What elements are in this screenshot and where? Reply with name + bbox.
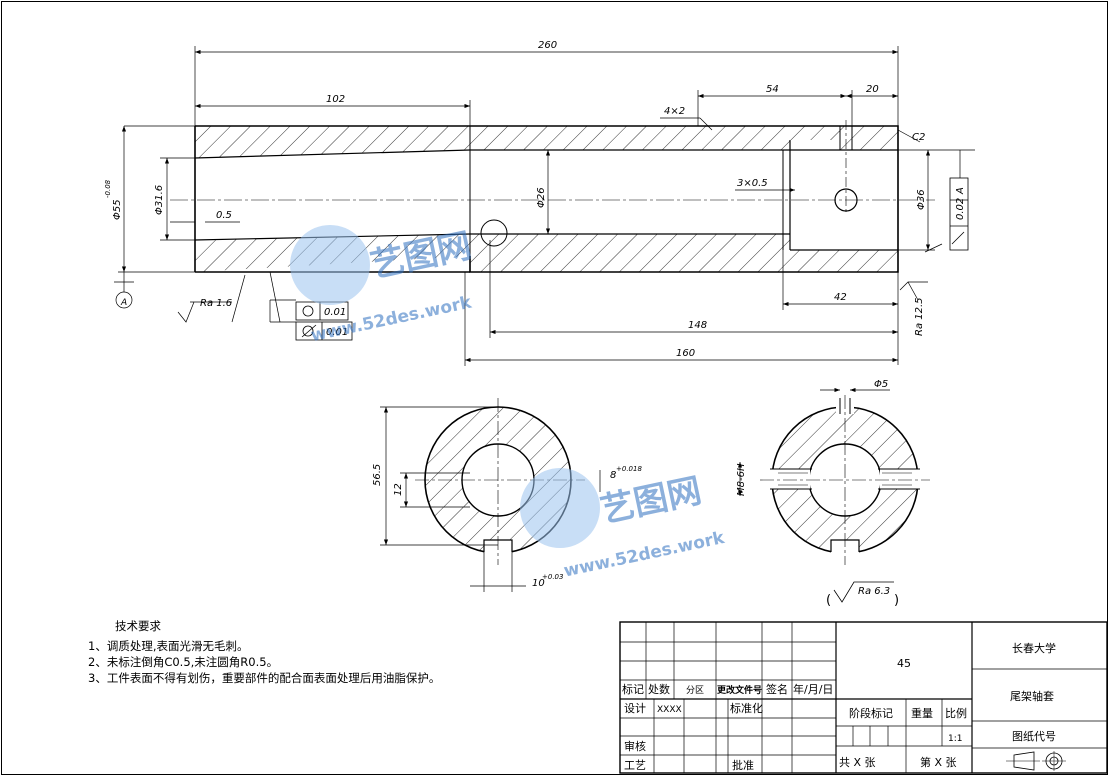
dim-0-5: 0.5 <box>216 210 232 221</box>
dim-phi5: Φ5 <box>874 379 888 390</box>
main-dimension-texts: 260 102 54 20 4×2 C2 0.5 3×0.5 42 148 16… <box>104 40 927 359</box>
tb-drawing-no-label: 图纸代号 <box>1012 730 1056 743</box>
dim-m8: M8-6H <box>736 463 747 496</box>
dim-10-tol: +0.03 <box>542 573 563 581</box>
svg-text:): ) <box>894 593 899 608</box>
dim-phi55: Φ55 <box>112 199 123 220</box>
dim-phi55-tol: -0.08 <box>104 179 112 198</box>
main-view <box>170 120 935 273</box>
runout-value: 0.02 <box>955 198 966 220</box>
tb-h-mark: 标记 <box>622 682 644 696</box>
title-block-texts: 标记 处数 分区 更改文件号 签名 年/月/日 设计 XXXX 标准化 审核 工… <box>622 641 1056 772</box>
tb-h-doc: 更改文件号 <box>717 684 762 696</box>
note-3: 3、工件表面不得有划伤，重要部件的配合面表面处理后用油脂保护。 <box>88 671 440 685</box>
dim-phi26: Φ26 <box>536 187 547 208</box>
dim-260: 260 <box>538 40 557 51</box>
tb-material: 45 <box>897 657 911 670</box>
dim-phi31-6: Φ31.6 <box>154 185 165 215</box>
notes-title: 技术要求 <box>115 619 161 633</box>
dim-10: 10 <box>532 578 545 589</box>
dim-3x0-5: 3×0.5 <box>737 178 768 189</box>
tb-school: 长春大学 <box>1012 641 1056 655</box>
title-block <box>619 621 1108 774</box>
dim-102: 102 <box>326 94 345 105</box>
roughness-ra-6-3: Ra 6.3 <box>858 586 890 597</box>
dim-12: 12 <box>393 483 404 496</box>
cylindricity-value: 0.01 <box>326 327 348 338</box>
dim-56-5: 56.5 <box>372 464 383 486</box>
technical-notes: 技术要求 1、调质处理,表面光滑无毛刺。 2、未标注倒角C0.5,未注圆角R0.… <box>88 619 440 685</box>
dim-8: 8 <box>610 470 616 481</box>
dim-4x2: 4×2 <box>664 106 685 117</box>
circularity-value: 0.01 <box>324 307 346 318</box>
tb-scale-value: 1:1 <box>948 734 962 744</box>
tb-sheet-no: 第 X 张 <box>920 755 957 769</box>
dim-c2: C2 <box>912 132 925 143</box>
roughness-ra-12-5: Ra 12.5 <box>914 297 925 336</box>
tb-process-label: 工艺 <box>624 759 646 772</box>
general-roughness: ( Ra 6.3 ) <box>826 581 899 608</box>
runout-datum: A <box>955 187 966 195</box>
tb-h-zone: 分区 <box>686 685 704 696</box>
tb-designer-label: 设计 <box>624 702 646 715</box>
tb-h-qty: 处数 <box>648 683 670 696</box>
main-dimensions <box>114 46 975 366</box>
dim-54: 54 <box>766 84 779 95</box>
tb-scale-label: 比例 <box>945 706 967 720</box>
section-view-right: Φ5 M8-6H <box>736 379 930 565</box>
datum-a-label: A <box>120 298 127 308</box>
svg-text:(: ( <box>826 593 831 608</box>
tb-stage-label: 阶段标记 <box>849 706 893 720</box>
tb-approve-label: 批准 <box>732 758 754 772</box>
note-2: 2、未标注倒角C0.5,未注圆角R0.5。 <box>88 655 278 669</box>
dim-42: 42 <box>834 292 847 303</box>
tb-review-label: 审核 <box>624 739 646 753</box>
dim-phi36: Φ36 <box>916 189 927 210</box>
tb-weight-label: 重量 <box>911 706 933 720</box>
tolerance-frames <box>295 177 969 341</box>
tb-standard-label: 标准化 <box>730 701 763 715</box>
tb-designer-value: XXXX <box>657 705 682 715</box>
note-1: 1、调质处理,表面光滑无毛刺。 <box>88 639 248 653</box>
watermark-brand-1: 艺图网 <box>367 226 475 286</box>
dim-148: 148 <box>688 320 707 331</box>
roughness-ra-1-6: Ra 1.6 <box>200 298 232 309</box>
dim-20: 20 <box>866 84 879 95</box>
dim-8-tol: +0.018 <box>616 465 642 473</box>
tb-sheets-total: 共 X 张 <box>839 756 876 769</box>
tb-h-date: 年/月/日 <box>793 682 833 696</box>
dim-160: 160 <box>676 348 695 359</box>
tb-part-name: 尾架轴套 <box>1010 689 1054 703</box>
tb-h-sign: 签名 <box>766 682 788 696</box>
